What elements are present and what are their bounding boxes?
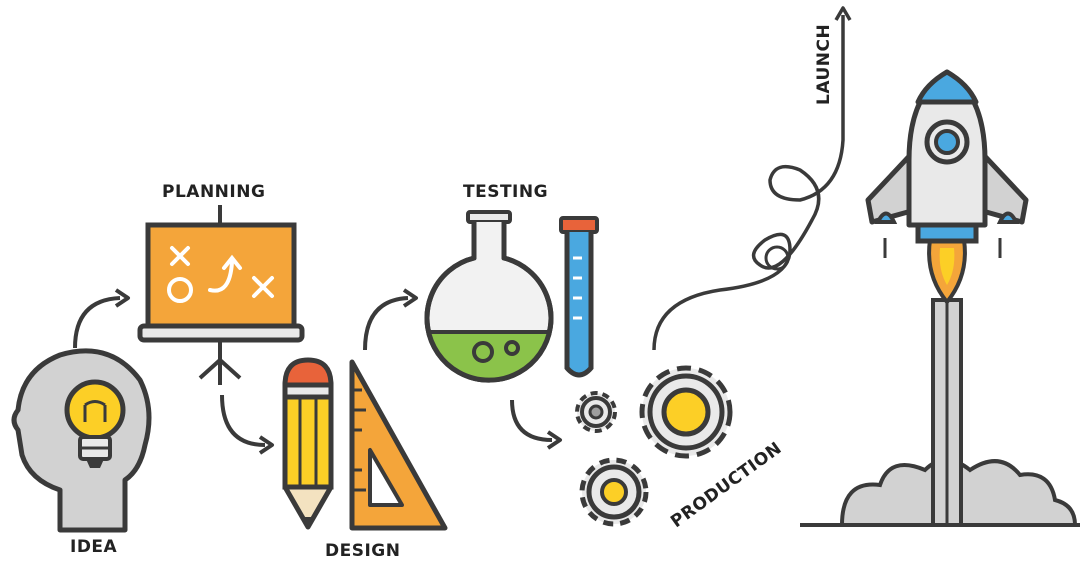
launch-path-line xyxy=(652,6,852,351)
rocket-icon xyxy=(865,69,1029,306)
arrow-testing-to-production xyxy=(510,399,562,450)
gears-icon xyxy=(575,365,733,527)
stage-label-planning: PLANNING xyxy=(162,182,265,202)
arrow-planning-to-design xyxy=(220,394,274,455)
set-square-icon xyxy=(349,359,448,531)
arrow-idea-to-planning xyxy=(73,288,130,349)
arrow-design-to-testing xyxy=(363,288,418,351)
stage-label-design: DESIGN xyxy=(325,541,400,561)
flask-icon xyxy=(424,210,554,383)
stage-label-idea: IDEA xyxy=(70,537,118,557)
pencil-icon xyxy=(282,357,334,530)
presentation-board-icon xyxy=(137,205,305,385)
exhaust-trail xyxy=(931,298,963,527)
stage-label-launch: LAUNCH xyxy=(814,24,834,105)
stage-label-testing: TESTING xyxy=(463,182,548,202)
test-tube-icon xyxy=(559,216,599,378)
head-lightbulb-icon xyxy=(11,348,152,533)
